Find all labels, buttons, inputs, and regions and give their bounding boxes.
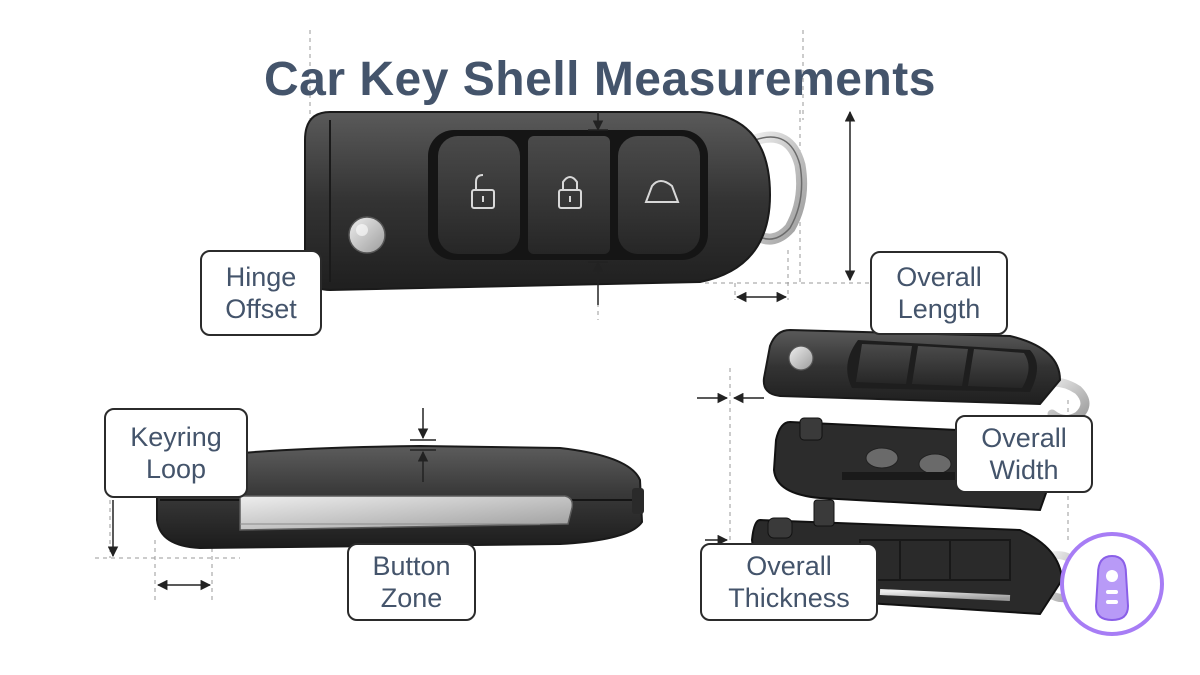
label-line: Keyring: [130, 422, 222, 452]
label-line: Thickness: [728, 583, 850, 613]
dimension-arrows-top: [588, 110, 856, 305]
car-trunk-icon: [644, 180, 680, 203]
diagram-title: Car Key Shell Measurements: [264, 53, 936, 106]
label-line: Zone: [380, 583, 443, 613]
label-overall-thickness: Overall Thickness: [700, 543, 878, 621]
label-button-zone: Button Zone: [347, 543, 476, 621]
label-line: Button: [372, 551, 451, 581]
label-line: Width: [989, 455, 1059, 485]
unlock-padlock-icon: [471, 174, 495, 209]
car-key-top-view: [304, 111, 808, 292]
label-line: Loop: [145, 454, 207, 484]
label-keyring-loop: Keyring Loop: [104, 408, 248, 498]
label-line: Overall: [896, 262, 982, 292]
label-line: Hinge: [225, 262, 297, 292]
label-overall-length: Overall Length: [870, 251, 1008, 335]
lock-padlock-icon: [558, 176, 582, 209]
label-hinge-offset: Hinge Offset: [200, 250, 322, 336]
measurement-guides: [95, 30, 1069, 600]
label-line: Overall: [746, 551, 832, 581]
label-line: Offset: [225, 294, 297, 324]
car-key-side-view: [156, 444, 644, 550]
label-overall-width: Overall Width: [955, 415, 1093, 493]
label-line: Length: [897, 294, 981, 324]
label-line: Overall: [981, 423, 1067, 453]
key-fob-logo-icon: [1060, 532, 1164, 636]
dimension-arrows-side: [107, 408, 436, 591]
dimension-arrows-exploded: [697, 392, 764, 546]
